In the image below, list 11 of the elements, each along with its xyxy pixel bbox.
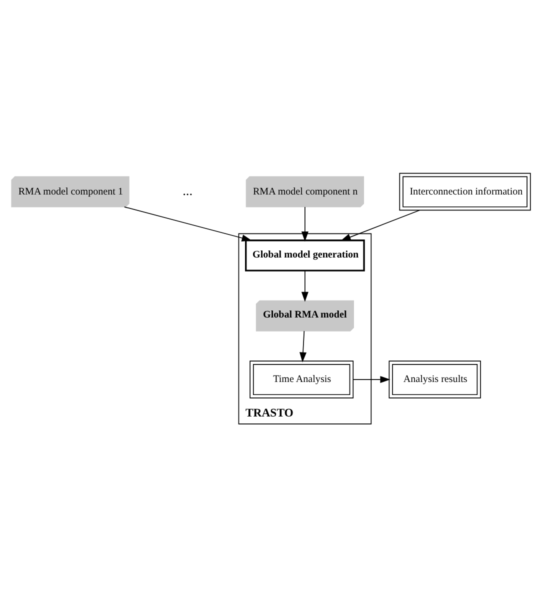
arrow bbox=[301, 206, 308, 242]
arrow bbox=[301, 270, 308, 302]
node-box: Analysis results bbox=[388, 360, 481, 398]
arrow bbox=[340, 209, 420, 240]
arrow bbox=[124, 206, 252, 241]
arrow bbox=[352, 376, 390, 383]
node-box: Global model generation bbox=[245, 239, 365, 271]
node-box: Interconnection information bbox=[399, 172, 531, 210]
arrow bbox=[300, 330, 307, 362]
node-box: Time Analysis bbox=[250, 360, 354, 398]
label: ... bbox=[182, 182, 193, 198]
